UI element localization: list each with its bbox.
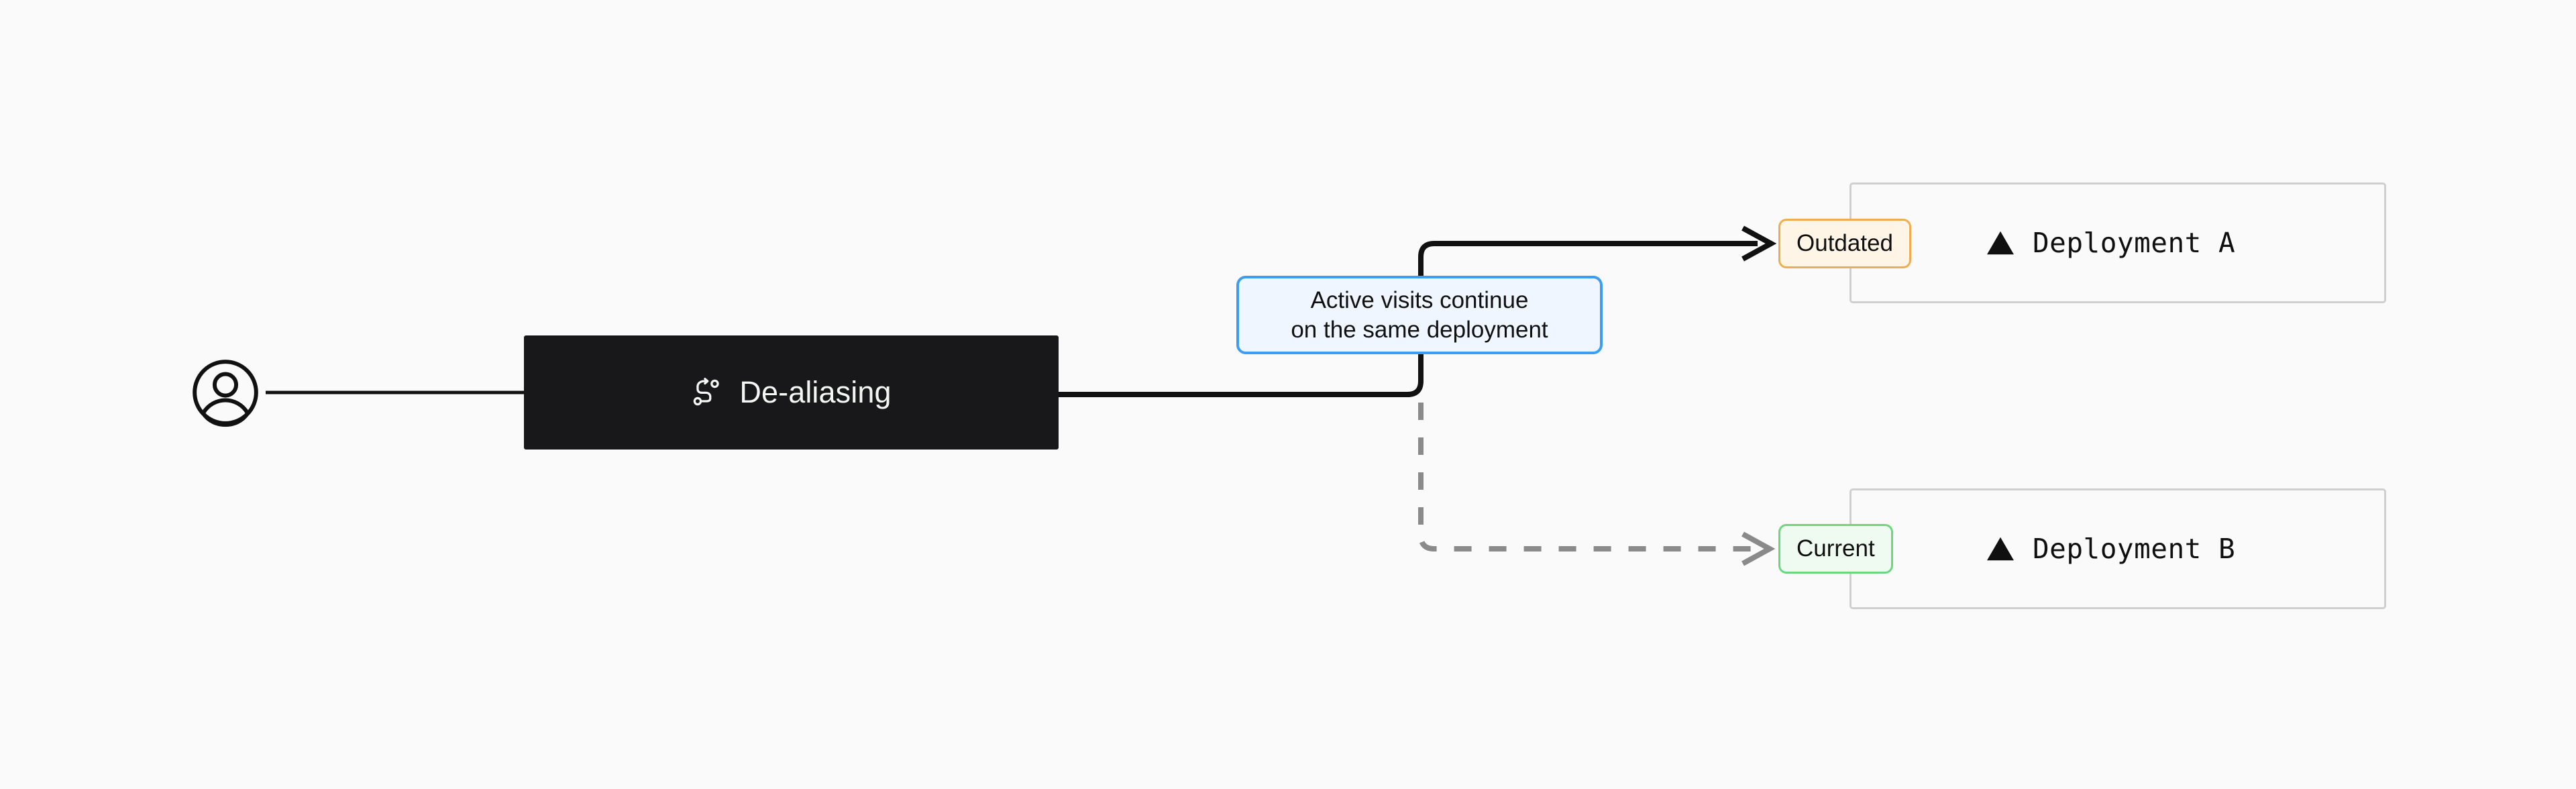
- arrowhead-outdated: [1741, 225, 1777, 262]
- dealiasing-node-label: De-aliasing: [739, 375, 892, 409]
- arrowhead-current: [1741, 531, 1776, 566]
- deployment-b-title: Deployment B: [2033, 533, 2236, 565]
- deployment-b-content: Deployment B: [1986, 533, 2235, 565]
- user-avatar-icon: [193, 360, 258, 427]
- dealiasing-node[interactable]: De-aliasing: [524, 335, 1059, 450]
- active-visits-callout: Active visits continue on the same deplo…: [1236, 276, 1603, 354]
- waypoints-route-icon: [694, 378, 720, 406]
- deployment-card-a[interactable]: Deployment A: [1849, 182, 2386, 303]
- edge-dealiasing-to-current: [1418, 403, 1756, 551]
- callout-line-1: Active visits continue: [1310, 287, 1529, 314]
- deployment-a-content: Deployment A: [1986, 227, 2235, 259]
- user-avatar: [189, 356, 262, 429]
- status-badge-outdated[interactable]: Outdated: [1778, 219, 1911, 268]
- vercel-triangle-icon: [1987, 537, 2014, 561]
- status-badge-current[interactable]: Current: [1778, 524, 1893, 574]
- vercel-triangle-icon: [1987, 231, 2014, 255]
- deployment-a-title: Deployment A: [2033, 227, 2236, 259]
- callout-line-2: on the same deployment: [1291, 316, 1548, 343]
- deployment-card-b[interactable]: Deployment B: [1849, 488, 2386, 609]
